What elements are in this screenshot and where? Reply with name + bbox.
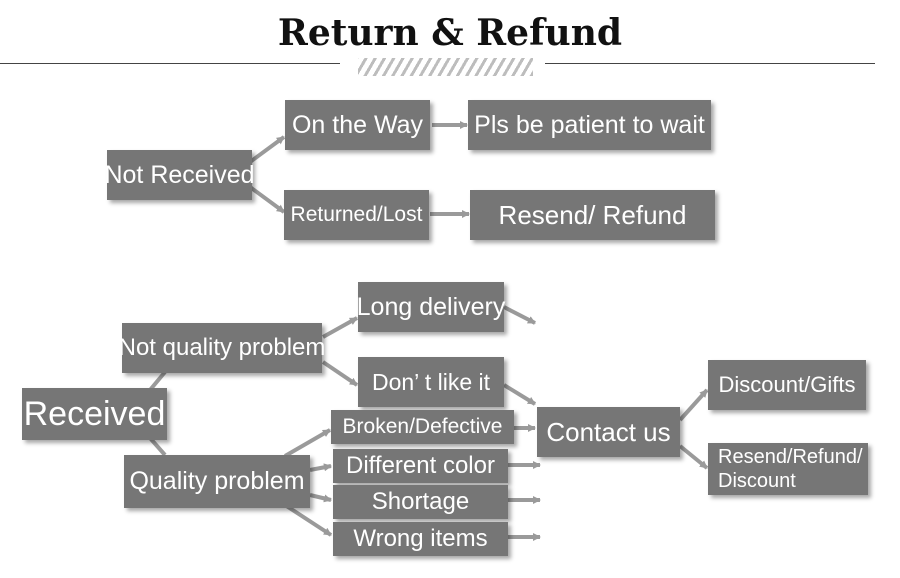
title-hatch-decoration	[358, 58, 533, 76]
arrow-contact-discount	[678, 388, 709, 422]
node-quality-problem: Quality problem	[124, 455, 310, 508]
node-resend-refund: Resend/ Refund	[470, 190, 715, 240]
arrow-longdelivery-out	[503, 305, 536, 325]
node-pls-wait: Pls be patient to wait	[468, 100, 711, 150]
page-title: Return & Refund	[277, 12, 623, 54]
arrow-quality-color	[309, 463, 332, 472]
node-broken-defective: Broken/Defective	[331, 410, 514, 444]
node-long-delivery: Long delivery	[357, 282, 505, 332]
arrow-notreceived-returned	[248, 185, 286, 214]
arrow-notquality-dontlike	[321, 360, 359, 387]
arrow-notquality-longdelivery	[322, 316, 358, 339]
node-shortage: Shortage	[333, 485, 508, 519]
arrow-quality-broken	[283, 428, 332, 458]
node-different-color: Different color	[333, 449, 508, 483]
node-discount-gifts: Discount/Gifts	[708, 360, 866, 410]
node-not-received: Not Received	[104, 150, 255, 200]
node-returned-lost: Returned/Lost	[284, 190, 429, 240]
node-resend-refund-discount: Resend/Refund/ Discount	[708, 443, 868, 495]
arrow-notreceived-ontheway	[248, 135, 286, 164]
title-rule-left	[0, 63, 340, 64]
line-received-notquality	[148, 370, 167, 392]
title-rule-right	[545, 63, 875, 64]
node-not-quality-problem: Not quality problem	[119, 323, 325, 373]
arrow-contact-resend	[678, 444, 709, 470]
node-dont-like-it: Don’ t like it	[358, 357, 504, 407]
node-on-the-way: On the Way	[285, 100, 430, 150]
arrow-quality-shortage	[309, 493, 332, 503]
arrow-dontlike-contact	[502, 383, 537, 406]
node-received: Received	[22, 388, 167, 440]
arrow-quality-wrong	[283, 503, 333, 537]
node-contact-us: Contact us	[537, 407, 680, 457]
line-received-quality	[148, 436, 167, 457]
node-wrong-items: Wrong items	[333, 522, 508, 556]
